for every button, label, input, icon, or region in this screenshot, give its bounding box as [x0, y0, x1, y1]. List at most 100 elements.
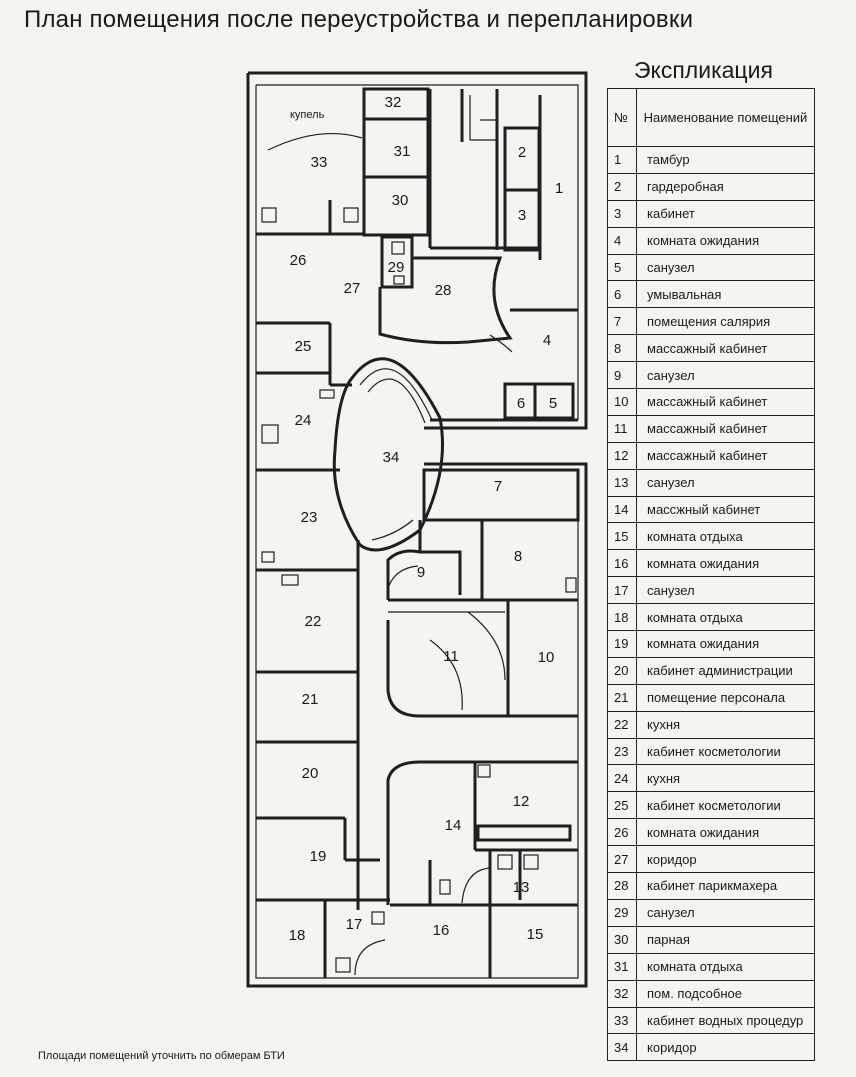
room-number: 20	[607, 656, 637, 685]
room-label: 12	[513, 793, 530, 810]
room-name: кабинет	[636, 199, 815, 228]
room-name: массажный кабинет	[636, 334, 815, 363]
room-number: 30	[607, 925, 637, 954]
room-label: 22	[305, 613, 322, 630]
room-label: 3	[518, 207, 526, 224]
room-number: 21	[607, 683, 637, 712]
room-name: гардеробная	[636, 172, 815, 201]
room-label: 10	[538, 649, 555, 666]
room-label: 23	[301, 509, 318, 526]
room-name: санузел	[636, 253, 815, 282]
room-number: 1	[607, 146, 637, 174]
room-label: 13	[513, 879, 530, 896]
explication-heading: Экспликация	[634, 57, 773, 83]
room-label: 9	[417, 564, 425, 581]
room-number: 6	[607, 280, 637, 309]
room-name: комната ожидания	[636, 818, 815, 847]
room-label: 18	[289, 927, 306, 944]
room-number: 24	[607, 764, 637, 793]
room-label: 21	[302, 691, 319, 708]
room-number: 32	[607, 979, 637, 1008]
outer-walls	[246, 71, 588, 988]
room-number: 14	[607, 495, 637, 524]
room-label: 29	[388, 259, 405, 276]
room-number: 17	[607, 576, 637, 605]
room-label: 1	[555, 180, 563, 197]
room-number: 22	[607, 710, 637, 739]
room-label: 4	[543, 332, 551, 349]
room-name: санузел	[636, 898, 815, 927]
room-label: 34	[383, 449, 400, 466]
room-name: помещение персонала	[636, 683, 815, 712]
room-name: умывальная	[636, 280, 815, 309]
room-name: массажный кабинет	[636, 441, 815, 470]
room-number: 29	[607, 898, 637, 927]
room-number: 15	[607, 522, 637, 551]
room-number: 18	[607, 603, 637, 632]
room-label: 31	[394, 143, 411, 160]
room-number: 31	[607, 952, 637, 981]
room-name: санузел	[636, 361, 815, 390]
room-label: 5	[549, 395, 557, 412]
room-label: 15	[527, 926, 544, 943]
room-label: 6	[517, 395, 525, 412]
room-number: 5	[607, 253, 637, 282]
room-name: массажный кабинет	[636, 414, 815, 443]
room-number: 16	[607, 549, 637, 578]
room-label: 19	[310, 848, 327, 865]
room-label: 32	[385, 94, 402, 111]
room-label: 28	[435, 282, 452, 299]
room-number: 26	[607, 818, 637, 847]
room-number: 13	[607, 468, 637, 497]
room-label: 33	[311, 154, 328, 171]
room-name: санузел	[636, 576, 815, 605]
room-number: 7	[607, 307, 637, 336]
room-label: 7	[494, 478, 502, 495]
room-label: 17	[346, 916, 363, 933]
room-number: 34	[607, 1033, 637, 1062]
room-name: кабинет косметологии	[636, 737, 815, 766]
room-label: 30	[392, 192, 409, 209]
room-name: комната отдыха	[636, 522, 815, 551]
room-number: 4	[607, 226, 637, 255]
room-name: помещения салярия	[636, 307, 815, 336]
room-name: комната ожидания	[636, 549, 815, 578]
page-title: План помещения после переустройства и пе…	[24, 6, 694, 33]
room-name: массжный кабинет	[636, 495, 815, 524]
footnote: Площади помещений уточнить по обмерам БТ…	[38, 1050, 285, 1062]
room-label: 2	[518, 144, 526, 161]
room-number: 2	[607, 172, 637, 201]
room-number: 11	[607, 414, 637, 443]
explication-header-row: № Наименование помещений	[607, 88, 815, 147]
room-labels: купель 1 2 3 4 5 6 7 8 9 10 11 12 13 14 …	[289, 94, 564, 944]
room-name: пом. подсобное	[636, 979, 815, 1008]
room-name: кабинет администрации	[636, 656, 815, 685]
room-label: 20	[302, 765, 319, 782]
room-name: коридор	[636, 1033, 815, 1062]
col-name-header: Наименование помещений	[636, 88, 815, 147]
room-name: комната отдыха	[636, 952, 815, 981]
